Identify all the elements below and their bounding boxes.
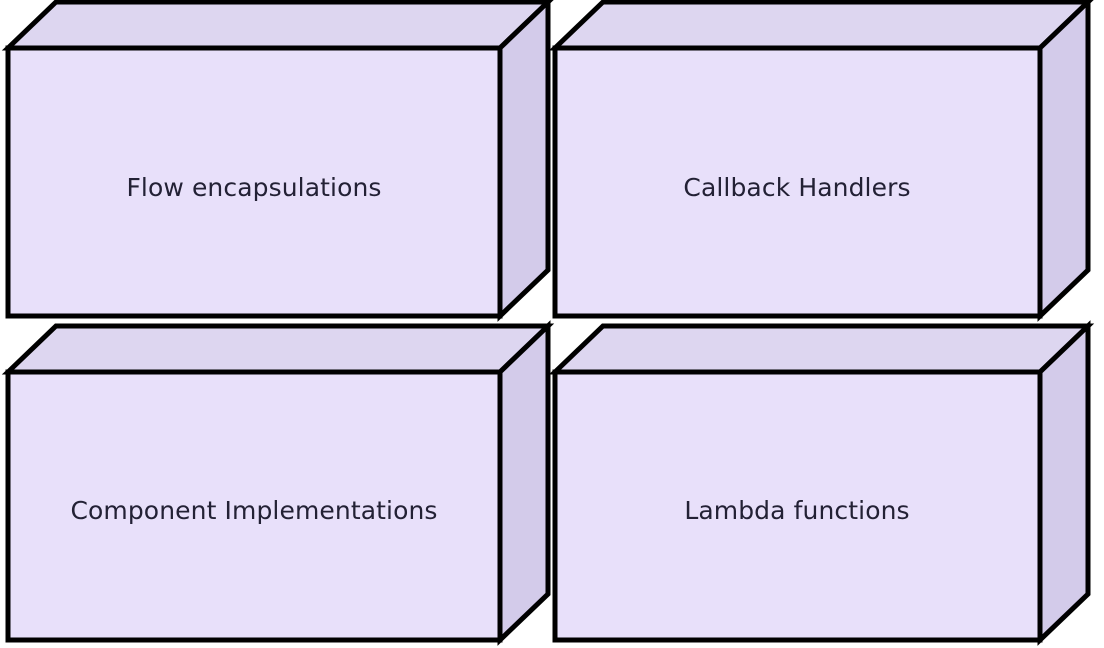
box-lambda-functions-label: Lambda functions [684,496,909,525]
box-component-implementations[interactable]: Component Implementations [1,320,555,646]
box-component-implementations-side-face [497,320,551,646]
box-callback-handlers-side-face [1037,0,1091,322]
box-flow-encapsulations-label: Flow encapsulations [126,173,381,202]
box-flow-encapsulations-top-face [1,0,554,51]
box-flow-encapsulations-front-face [5,45,503,319]
box-component-implementations-top-face [1,323,555,375]
box-lambda-functions-top-face [548,323,1095,375]
box-callback-handlers[interactable]: Callback Handlers [548,0,1094,322]
box-flow-encapsulations-side-face [497,0,551,322]
box-lambda-functions-front-face [552,369,1043,643]
box-component-implementations-front-face [5,369,503,643]
box-callback-handlers-front-face [552,45,1043,319]
box-component-implementations-label: Component Implementations [70,496,437,525]
box-flow-encapsulations[interactable]: Flow encapsulations [1,0,554,322]
box-callback-handlers-top-face [548,0,1094,51]
box-lambda-functions-side-face [1037,320,1091,646]
box-callback-handlers-label: Callback Handlers [683,173,910,202]
box-lambda-functions[interactable]: Lambda functions [548,320,1095,646]
